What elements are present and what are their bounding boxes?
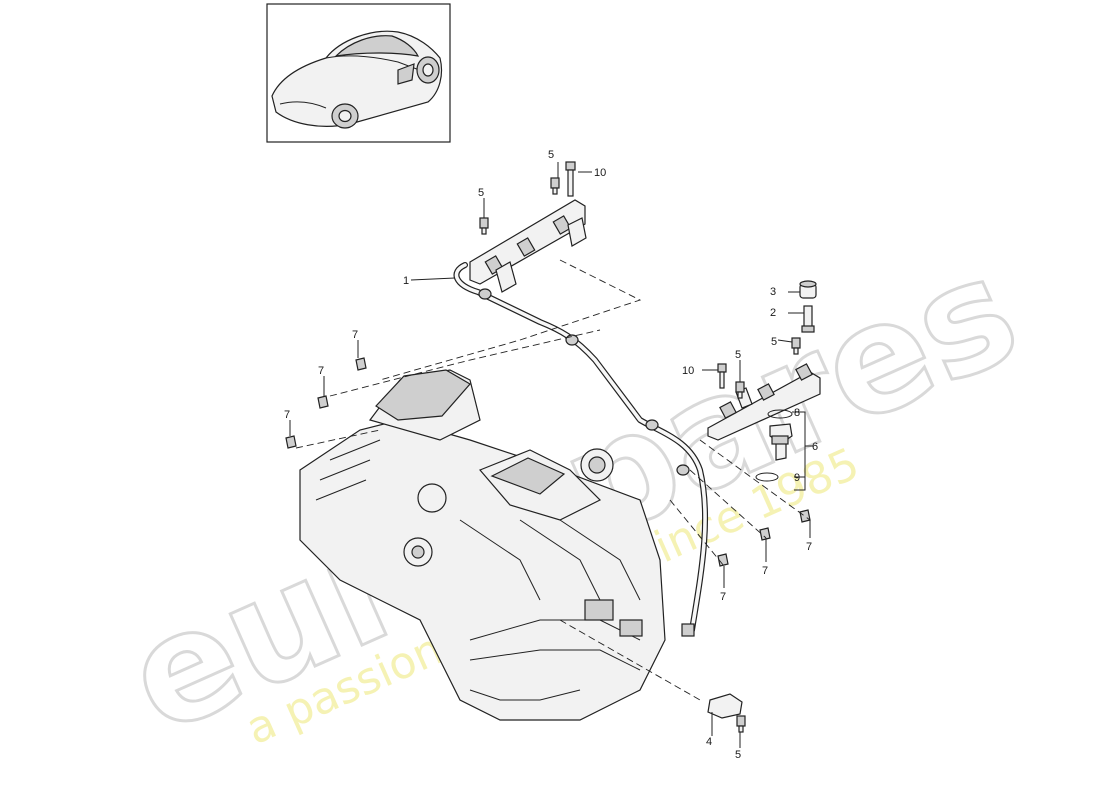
callout-6[interactable]: 6 (812, 441, 818, 453)
bolt-icon (479, 217, 489, 235)
clip-icon (799, 509, 811, 523)
callout-4[interactable]: 4 (706, 736, 712, 748)
clip-icon (717, 553, 729, 567)
bolts[interactable] (479, 161, 801, 733)
bolt-icon (791, 337, 801, 355)
callout-7-c[interactable]: 7 (284, 409, 290, 421)
callout-5-rail[interactable]: 5 (478, 187, 484, 199)
clip-icon (355, 357, 367, 371)
fuel-rail-left[interactable] (469, 199, 587, 293)
callout-1[interactable]: 1 (403, 275, 409, 287)
callout-7-a[interactable]: 7 (352, 329, 358, 341)
callout-3[interactable]: 3 (770, 286, 776, 298)
clip-icon (759, 527, 771, 541)
callout-2[interactable]: 2 (770, 307, 776, 319)
callout-5-bottom[interactable]: 5 (735, 749, 741, 761)
bracket[interactable] (707, 693, 743, 719)
bolt-icon (550, 177, 560, 195)
fuel-rail-right[interactable] (707, 363, 821, 441)
callout-10-mid[interactable]: 10 (682, 365, 694, 377)
bolt-icon (565, 161, 576, 197)
callout-7-d[interactable]: 7 (806, 541, 812, 553)
vehicle-thumbnail[interactable] (266, 3, 451, 143)
clip-icon (285, 435, 297, 449)
callout-7-f[interactable]: 7 (720, 591, 726, 603)
callout-7-e[interactable]: 7 (762, 565, 768, 577)
callout-5-top[interactable]: 5 (548, 149, 554, 161)
callout-5-right[interactable]: 5 (771, 336, 777, 348)
clips[interactable] (285, 357, 811, 567)
callout-5-mid[interactable]: 5 (735, 349, 741, 361)
bolt-icon (717, 363, 727, 389)
callout-8[interactable]: 8 (794, 407, 800, 419)
fuel-injector[interactable] (755, 409, 793, 482)
leader-lines (289, 162, 813, 748)
engine-assembly[interactable] (299, 369, 666, 721)
pressure-valve[interactable] (799, 280, 817, 333)
bolt-icon (736, 715, 746, 733)
callout-10-top[interactable]: 10 (594, 167, 606, 179)
fuel-line[interactable] (453, 262, 709, 637)
callout-9[interactable]: 9 (794, 472, 800, 484)
callouts: 1 2 3 4 5 5 5 5 5 6 7 7 7 7 7 7 8 9 10 1… (284, 149, 818, 761)
callout-7-b[interactable]: 7 (318, 365, 324, 377)
car-icon (271, 30, 443, 129)
clip-icon (317, 395, 329, 409)
